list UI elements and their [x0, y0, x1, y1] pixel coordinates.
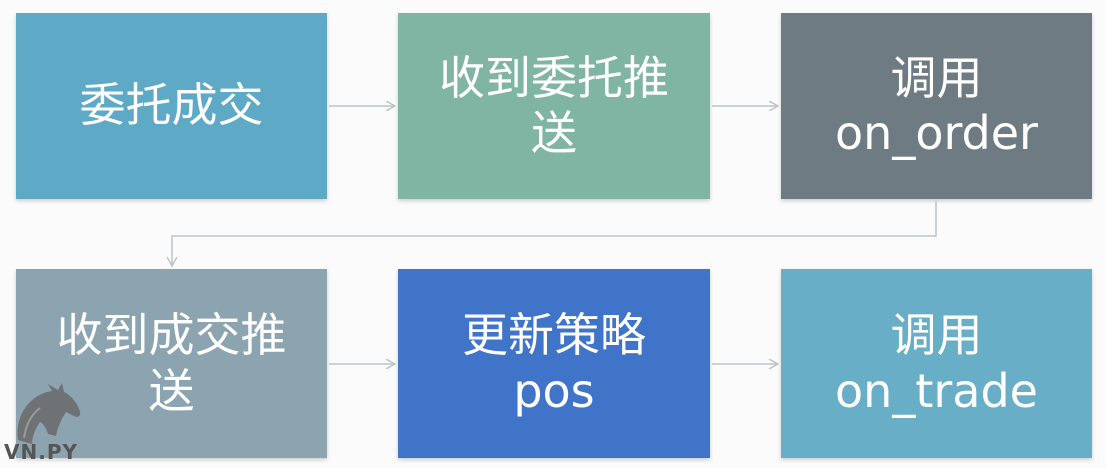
edge-n3-n4	[172, 201, 937, 265]
node-receive-trade-push-label: 收到成交推 送	[56, 308, 287, 418]
node-receive-order-push-label: 收到委托推 送	[439, 50, 669, 160]
node-call-on-trade: 调用 on_trade	[781, 269, 1092, 458]
horse-head-logo-icon	[17, 383, 81, 444]
node-call-on-trade-label: 调用 on_trade	[835, 308, 1038, 418]
node-receive-order-push: 收到委托推 送	[398, 13, 710, 199]
node-call-on-order-label: 调用 on_order	[835, 50, 1038, 160]
node-order-filled-label: 委托成交	[79, 78, 264, 133]
node-order-filled: 委托成交	[16, 13, 327, 199]
watermark-text: VN.PY	[4, 440, 78, 464]
node-update-strategy-pos-label: 更新策略 pos	[462, 308, 646, 418]
node-call-on-order: 调用 on_order	[781, 13, 1092, 199]
node-receive-trade-push: 收到成交推 送	[16, 269, 327, 458]
node-update-strategy-pos: 更新策略 pos	[398, 269, 710, 458]
